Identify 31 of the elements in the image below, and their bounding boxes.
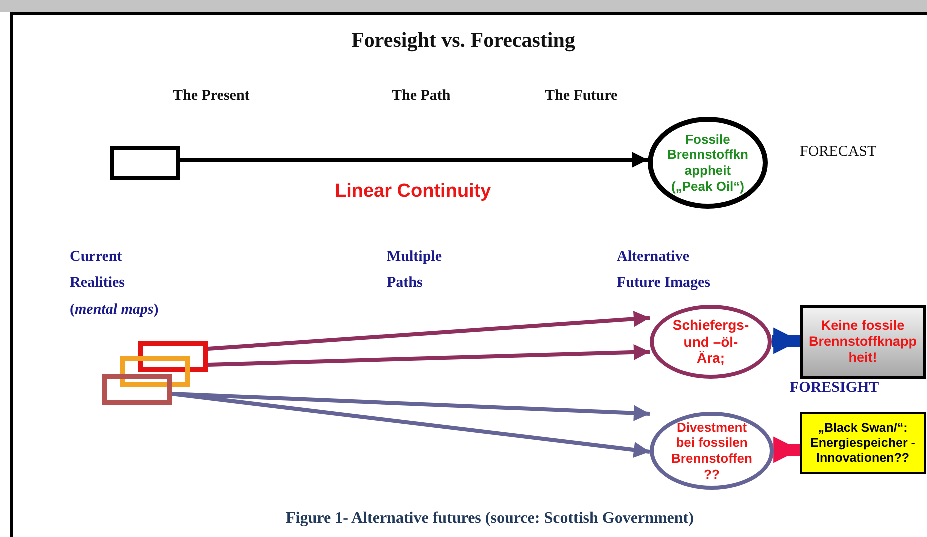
present-box xyxy=(110,146,180,180)
forecast-label: FORECAST xyxy=(800,144,877,161)
forecast-circle: Fossile Brennstoffknappheit („Peak Oil“) xyxy=(648,117,768,209)
column-heading: (mental maps) xyxy=(70,302,159,319)
column-heading: Multiple xyxy=(387,249,442,266)
mental-map-box xyxy=(120,356,190,387)
arrow xyxy=(172,392,650,422)
arrow xyxy=(208,344,650,367)
column-heading: The Future xyxy=(545,88,618,105)
continuity-label: Linear Continuity xyxy=(335,181,492,203)
mental-map-box xyxy=(138,341,208,372)
column-heading: Alternative xyxy=(617,249,690,266)
diagram-title: Foresight vs. Forecasting xyxy=(350,28,576,53)
block-arrow xyxy=(774,436,800,464)
column-heading: Paths xyxy=(387,275,423,292)
block-arrow xyxy=(772,328,800,354)
column-heading: Realities xyxy=(70,275,125,292)
arrow xyxy=(180,152,648,168)
arrow xyxy=(208,311,650,351)
figure-caption: Figure 1- Alternative futures (source: Scottish Government) xyxy=(285,510,695,528)
outcome-box: Keine fossile Brennstoffknappheit! xyxy=(800,305,926,379)
column-heading: The Path xyxy=(392,88,451,105)
future-ellipse: Divestment bei fossilen Brennstoffen ?? xyxy=(650,412,774,490)
foresight-label: FORESIGHT xyxy=(790,380,880,397)
arrow xyxy=(172,392,650,458)
future-ellipse: Schiefergs- und –öl- Ära; xyxy=(650,305,772,379)
column-heading: Current xyxy=(70,249,122,266)
column-heading: The Present xyxy=(173,88,250,105)
column-heading: Future Images xyxy=(617,275,710,292)
mental-map-box xyxy=(102,374,172,405)
outcome-box: „Black Swan/“: Energiespeicher -Innovationen?? xyxy=(800,412,926,474)
